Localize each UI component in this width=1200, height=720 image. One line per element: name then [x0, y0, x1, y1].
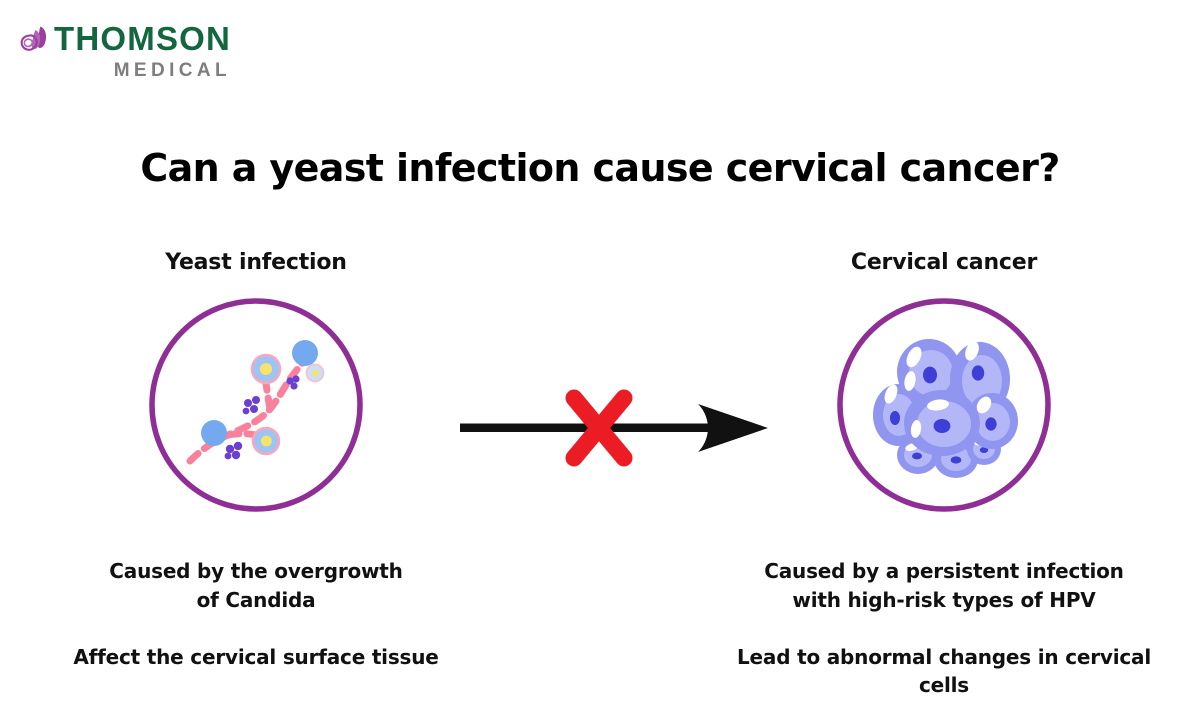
panel-heading-yeast: Yeast infection — [165, 250, 347, 275]
budding-yeast-cell-lower — [251, 426, 281, 456]
caption-primary-yeast-line2: of Candida — [196, 588, 316, 612]
red-x-icon — [565, 389, 633, 467]
brand-wordmark: THOMSON MEDICAL — [54, 22, 231, 80]
cancer-cell-cluster-circle-icon — [837, 298, 1051, 512]
brand-name-primary: THOMSON — [54, 20, 232, 57]
budding-yeast-cell-upper — [250, 353, 282, 385]
panel-yeast-infection: Yeast infection — [46, 250, 466, 671]
right-arrow-icon — [460, 404, 768, 452]
yeast-cell-large-left — [201, 420, 227, 446]
panel-cervical-cancer: Cervical cancer — [734, 250, 1154, 699]
illustration-cancer-wrap — [734, 291, 1154, 519]
butterfly-heart-icon — [20, 26, 47, 51]
caption-primary-yeast: Caused by the overgrowth of Candida — [46, 557, 466, 615]
spore-cluster-lower — [224, 441, 243, 460]
yeast-cell-large-right — [292, 340, 318, 366]
caption-secondary-yeast: Affect the cervical surface tissue — [73, 645, 439, 669]
candida-hyphae-circle-icon — [149, 298, 363, 512]
cancer-cell-cluster — [873, 339, 1018, 478]
caption-primary-yeast-line1: Caused by the overgrowth — [109, 559, 403, 583]
panel-heading-cancer: Cervical cancer — [850, 250, 1038, 275]
page-title: Can a yeast infection cause cervical can… — [140, 146, 1060, 190]
budding-yeast-cell-small — [305, 363, 325, 383]
brand-logo: THOMSON MEDICAL — [18, 22, 231, 80]
caption-primary-cancer: Caused by a persistent infection with hi… — [734, 557, 1154, 615]
caption-primary-cancer-line2: with high-risk types of HPV — [792, 588, 1096, 612]
caption-secondary-cancer: Lead to abnormal changes in cervical cel… — [737, 645, 1151, 697]
spore-cluster-mid — [242, 396, 260, 415]
brand-name-secondary: MEDICAL — [113, 60, 232, 81]
illustration-yeast-wrap — [46, 291, 466, 519]
spore-cluster-upper — [286, 375, 300, 390]
caption-primary-cancer-line1: Caused by a persistent infection — [764, 559, 1124, 583]
relation-indicator — [460, 389, 768, 467]
